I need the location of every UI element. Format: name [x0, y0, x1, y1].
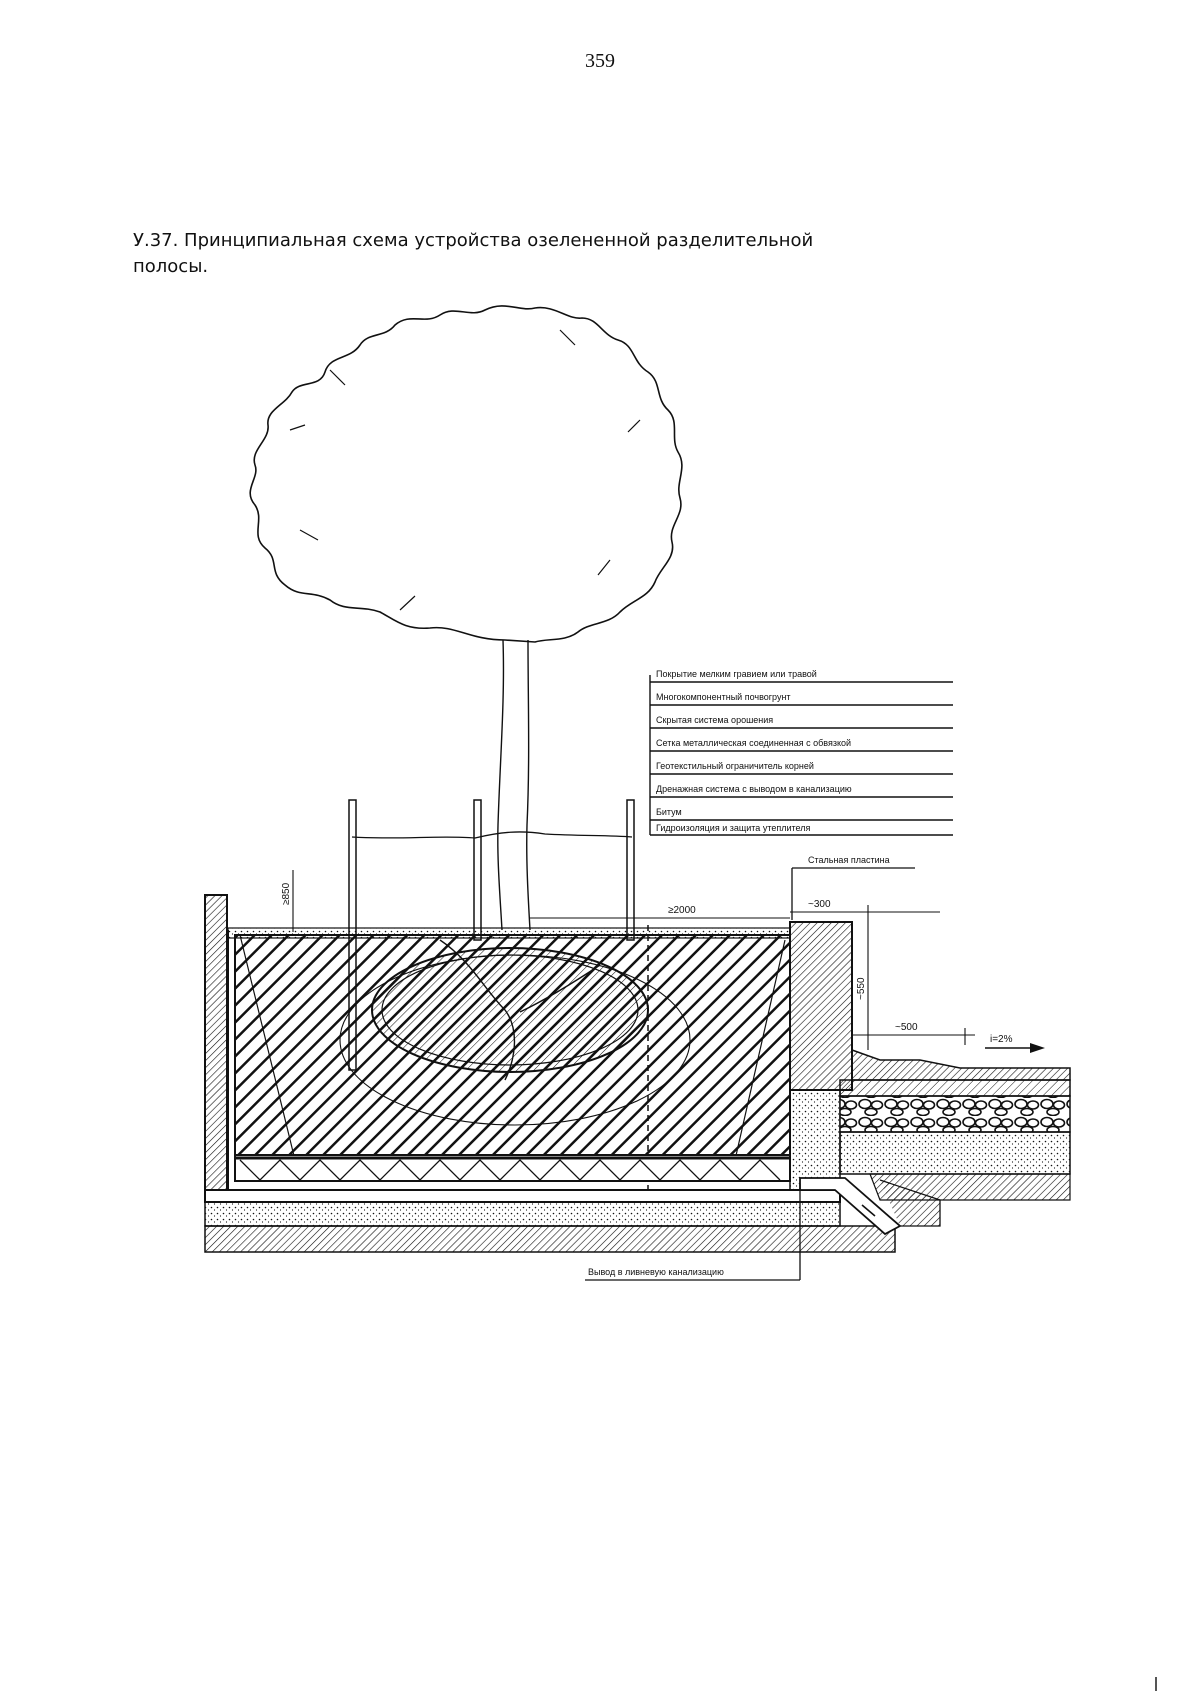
- dim-pit-width: ≥2000: [668, 905, 696, 916]
- layer-label-3: Скрытая система орошения: [656, 715, 773, 725]
- layer-label-8: Гидроизоляция и защита утеплителя: [656, 823, 810, 833]
- layer-label-6: Дренажная система с выводом в канализаци…: [656, 784, 852, 794]
- tree-crown-inner-lines: [289, 329, 641, 611]
- curb-base: [789, 1089, 841, 1191]
- base-layer-1: [204, 1189, 841, 1203]
- caption-line-2: полосы.: [133, 256, 209, 277]
- page-edge-mark: [1155, 1677, 1157, 1691]
- dim-curb-width: ~300: [808, 899, 831, 910]
- road-asphalt: [839, 1079, 1071, 1097]
- ground-layer: [204, 1225, 896, 1253]
- base-layer-2: [204, 1201, 841, 1227]
- dim-stake-height: ≥850: [281, 882, 292, 905]
- gravel-cover-layer: [227, 927, 791, 939]
- steel-plate-label: Стальная пластина: [808, 855, 890, 865]
- dim-slope: i=2%: [990, 1034, 1013, 1045]
- road-surface: [851, 1048, 1071, 1081]
- layer-label-4: Сетка металлическая соединенная с обвязк…: [656, 738, 851, 748]
- drainage-cells: [239, 1159, 781, 1181]
- left-wall: [204, 894, 228, 1191]
- tree-crown: [249, 305, 683, 643]
- outlet-label: Вывод в ливневую канализацию: [588, 1267, 724, 1277]
- figure-caption: У.37. Принципиальная схема устройства оз…: [133, 228, 893, 280]
- dim-curb-height: ~550: [856, 977, 867, 1000]
- page-number: 359: [585, 50, 615, 72]
- dimension-lines: [292, 870, 1045, 1053]
- road-sand-layer: [839, 1131, 1071, 1175]
- dim-offset: ~500: [895, 1022, 918, 1033]
- layer-label-1: Покрытие мелким гравием или травой: [656, 669, 817, 679]
- layer-label-2: Многокомпонентный почвогрунт: [656, 692, 791, 702]
- irrigation-zone: [339, 954, 691, 1126]
- layer-label-5: Геотекстильный ограничитель корней: [656, 761, 814, 771]
- tree-trunk: [497, 639, 531, 931]
- layer-legend: Покрытие мелким гравием или травой Много…: [649, 669, 953, 836]
- caption-line-1: У.37. Принципиальная схема устройства оз…: [133, 230, 814, 251]
- mesh-boundary: [239, 934, 786, 1161]
- road-stone-base: [839, 1095, 1071, 1133]
- curb-stone: [789, 921, 853, 1091]
- layer-label-7: Битум: [656, 807, 682, 817]
